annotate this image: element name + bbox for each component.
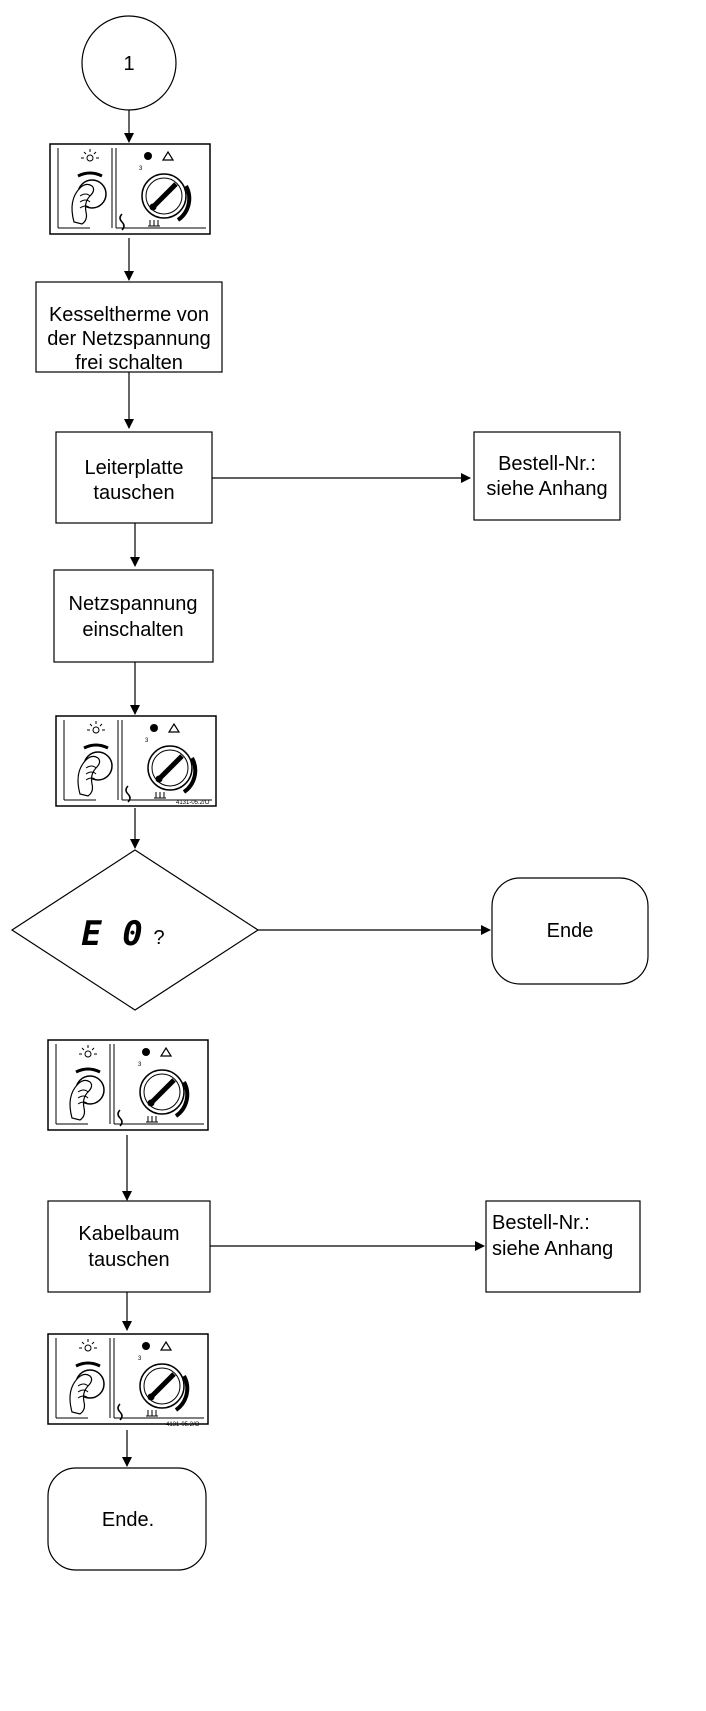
- step-text: Leiterplatte: [85, 457, 184, 479]
- panel-ref-code: 4131-05.2/O: [166, 1422, 200, 1428]
- step-text: der Netzspannung: [47, 328, 210, 350]
- decision-question-mark: ?: [153, 927, 164, 949]
- note-text: siehe Anhang: [492, 1238, 613, 1260]
- terminal-end-2: Ende.: [47, 1467, 207, 1571]
- panel-scale-label: 3: [139, 166, 143, 172]
- start-connector-label: 1: [123, 53, 134, 75]
- step-text: frei schalten: [75, 352, 183, 374]
- step-text: tauschen: [93, 482, 174, 504]
- step-power-on: Netzspannung einschalten: [53, 569, 214, 663]
- control-panel-illustration: [48, 1040, 208, 1130]
- step-replace-pcb: Leiterplatte tauschen: [55, 431, 213, 524]
- decision-error-code: E 0 ?: [10, 849, 260, 1011]
- note-order-pcb: Bestell-Nr.: siehe Anhang: [473, 431, 621, 521]
- note-order-harness: Bestell-Nr.: siehe Anhang: [485, 1200, 641, 1293]
- control-panel-illustration: [50, 144, 210, 234]
- control-panel-illustration: [56, 716, 216, 806]
- step-text: tauschen: [88, 1249, 169, 1271]
- note-text: Bestell-Nr.:: [498, 453, 596, 475]
- panel-ref-code: 4131-05.2/O: [176, 800, 210, 806]
- terminal-label: Ende.: [102, 1509, 154, 1531]
- note-text: siehe Anhang: [486, 478, 607, 500]
- step-text: einschalten: [82, 619, 183, 641]
- step-text: Kabelbaum: [78, 1223, 179, 1245]
- panel-scale-label: 3: [145, 738, 149, 744]
- terminal-label: Ende: [547, 920, 594, 942]
- note-text: Bestell-Nr.:: [492, 1212, 590, 1234]
- step-text: Kesseltherme von: [49, 304, 209, 326]
- terminal-end-1: Ende: [491, 877, 649, 985]
- panel-scale-label: 3: [138, 1356, 142, 1362]
- panel-labels: 3 3 3 3 4131-05.2/O 4131-05.2/O: [138, 166, 210, 1428]
- step-disconnect-power: Kesseltherme von der Netzspannung frei s…: [35, 281, 223, 374]
- step-replace-harness: Kabelbaum tauschen: [47, 1200, 211, 1293]
- error-code-display: E 0: [81, 914, 142, 954]
- start-connector: 1: [81, 15, 177, 111]
- panel-scale-label: 3: [138, 1062, 142, 1068]
- step-text: Netzspannung: [69, 593, 198, 615]
- flow-arrows: [122, 110, 491, 1467]
- control-panel-illustration: [48, 1334, 208, 1424]
